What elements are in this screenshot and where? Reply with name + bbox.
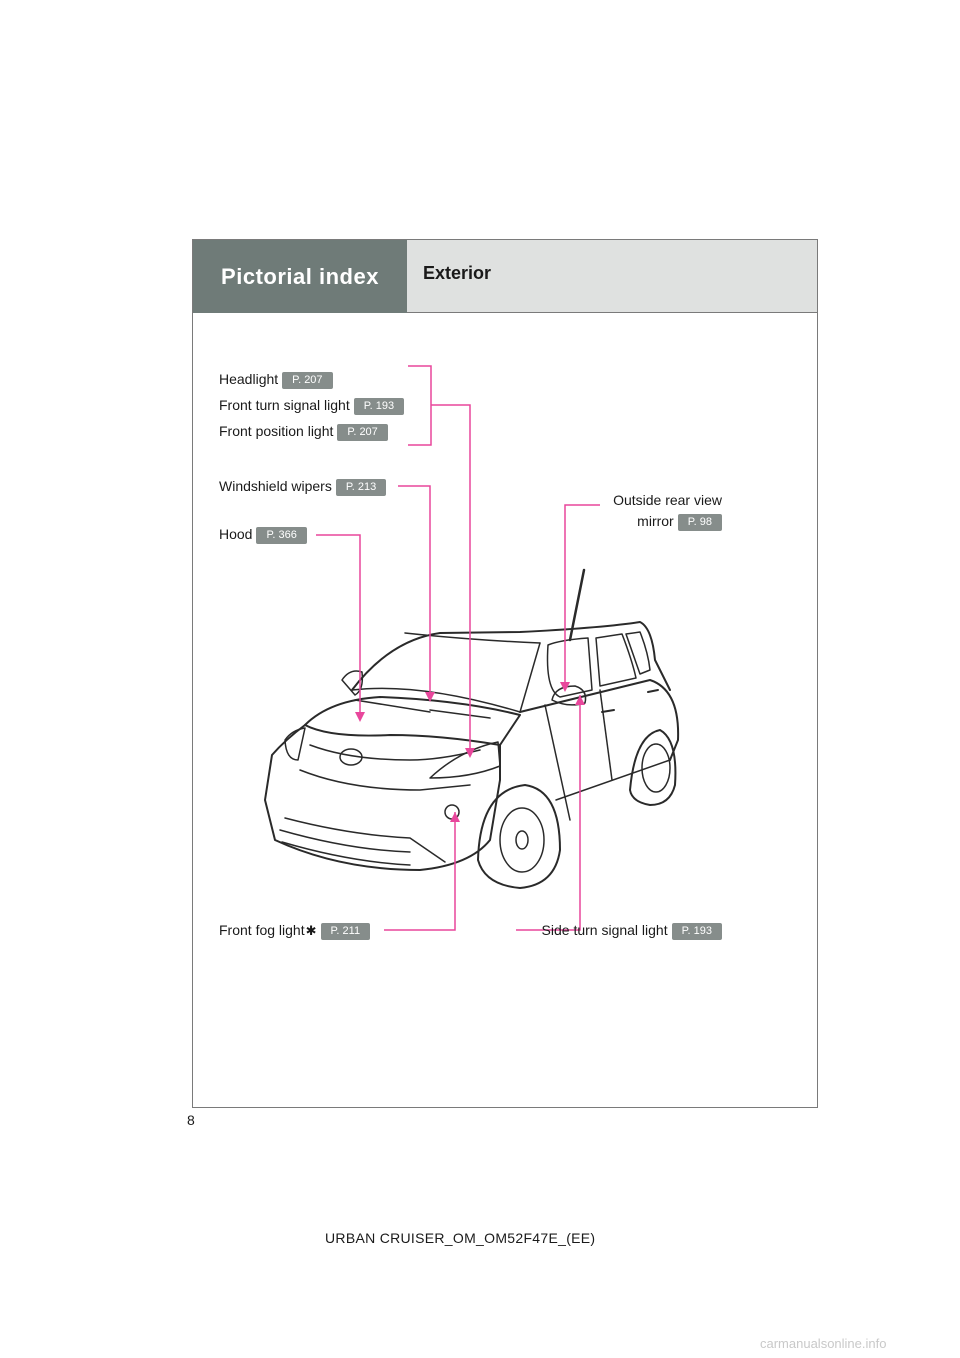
page-ref-badge-fog[interactable]: P. 211 [320, 923, 371, 940]
left-wiper [354, 699, 431, 713]
callout-fog-label: Front fog light [219, 922, 305, 938]
callout-hood-label: Hood [219, 526, 253, 542]
roof-outline [351, 621, 671, 691]
page-number: 8 [187, 1112, 195, 1128]
windshield-top [404, 632, 541, 644]
page-ref-badge-mirror[interactable]: P. 98 [677, 514, 722, 531]
page-ref-badge-side-turn[interactable]: P. 193 [671, 923, 722, 940]
front-fascia [264, 724, 501, 871]
page-ref-badge-front-turn[interactable]: P. 193 [353, 398, 405, 415]
callout-front-position-label: Front position light [219, 423, 334, 439]
front-rim [499, 807, 545, 873]
rear-side-window [595, 633, 637, 687]
leader-hood [316, 534, 361, 720]
front-side-window [546, 637, 593, 698]
page-ref-badge-wipers[interactable]: P. 213 [335, 479, 387, 496]
grille-top [309, 744, 481, 761]
front-tire [477, 784, 561, 889]
rear-door-line [599, 689, 613, 781]
watermark-text: carmanualsonline.info [760, 1336, 887, 1351]
beltline [519, 679, 680, 761]
emblem-shape [339, 748, 363, 766]
document-footer: URBAN CRUISER_OM_OM52F47E_(EE) [325, 1230, 596, 1246]
windshield-base [351, 687, 521, 713]
callout-front-turn-label: Front turn signal light [219, 397, 350, 413]
hood-outline [304, 696, 521, 746]
right-headlight [429, 741, 501, 779]
lower-grille-bottom [281, 841, 411, 866]
quarter-window [625, 631, 651, 675]
front-door-line [544, 704, 571, 821]
page-frame [192, 239, 818, 1108]
rear-door-handle [647, 689, 659, 693]
right-wiper [429, 709, 491, 719]
side-sill [555, 759, 671, 801]
subsection-title: Exterior [423, 263, 492, 283]
callout-wipers-label: Windshield wipers [219, 478, 332, 494]
leader-lines [316, 365, 600, 931]
page-ref-badge-headlight[interactable]: P. 207 [282, 372, 333, 389]
leader-arrows [355, 682, 585, 822]
page-ref-badge-hood[interactable]: P. 366 [256, 527, 307, 544]
grille-bottom [299, 769, 471, 791]
callout-mirror-label-line2: mirror [637, 513, 674, 529]
leader-wipers [398, 485, 431, 700]
left-mirror-shape [341, 670, 364, 696]
rear-rim [641, 743, 671, 793]
bracket-headlight-group [408, 365, 432, 446]
asterisk-mark: ✱ [305, 923, 317, 938]
leader-fog [384, 812, 456, 931]
a-pillar [519, 642, 541, 713]
lower-grille-top [284, 817, 446, 863]
callout-fog: Front fog light✱P. 211 [219, 921, 371, 940]
leader-headlight [431, 404, 471, 756]
page-ref-badge-front-position[interactable]: P. 207 [337, 424, 388, 441]
front-hub [515, 830, 529, 850]
lower-grille-mid [279, 829, 411, 853]
leader-side-turn [516, 695, 581, 931]
section-title: Pictorial index [193, 240, 407, 313]
left-headlight [284, 727, 306, 761]
front-door-handle [601, 709, 615, 713]
subsection-bar: Exterior [407, 240, 817, 313]
right-mirror-shape [551, 685, 587, 706]
callout-side-turn-label: Side turn signal light [541, 922, 668, 938]
leader-mirror [564, 504, 600, 690]
rear-tire [629, 729, 677, 806]
callout-headlight-label: Headlight [219, 371, 279, 387]
callout-mirror-label-line1: Outside rear view [613, 492, 722, 508]
